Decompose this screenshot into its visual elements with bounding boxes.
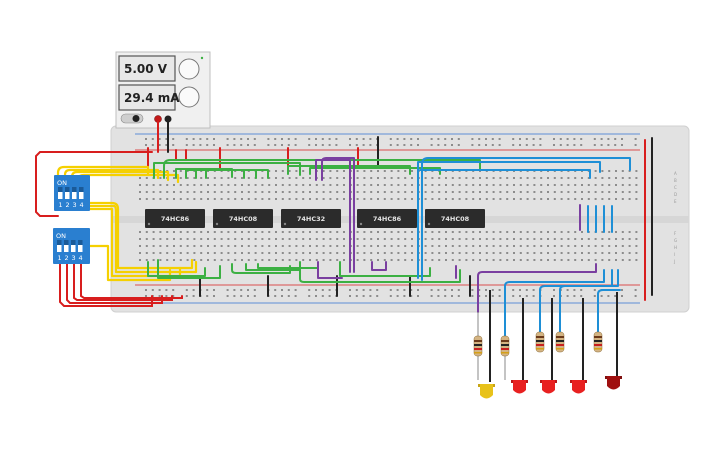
power-toggle-knob xyxy=(132,115,140,122)
current-display xyxy=(118,84,176,111)
row-labels-right: A B C D E F G H I J xyxy=(673,171,677,264)
status-indicator-icon xyxy=(200,56,204,60)
dip-switch-1-num-3: 3 xyxy=(73,201,77,209)
breadboard-holes xyxy=(139,138,638,297)
ic-chips: 74HC86 74HC08 74HC32 74HC86 74HC08 xyxy=(145,209,485,228)
current-readout: 29.4 mA xyxy=(124,91,180,105)
current-knob[interactable] xyxy=(178,86,200,108)
resistor-5[interactable] xyxy=(593,331,603,353)
led-branch-5 xyxy=(593,292,622,390)
row-label-j: J xyxy=(673,259,675,264)
resistor-1[interactable] xyxy=(473,335,483,357)
led-branch-1 xyxy=(473,290,495,399)
led-1[interactable] xyxy=(478,384,495,399)
ic-5-label: 74HC08 xyxy=(441,215,470,223)
dip-switch-2[interactable]: ON 1 2 3 4 xyxy=(53,228,90,264)
row-label-a: A xyxy=(674,171,677,176)
dip-switch-2-num-1: 1 xyxy=(58,254,62,262)
dip-switch-1-num-2: 2 xyxy=(66,201,70,209)
voltage-display xyxy=(118,55,176,82)
dip-switch-2-on-label: ON xyxy=(56,232,66,240)
dip-switch-2-num-3: 3 xyxy=(72,254,76,262)
dip-switch-2-num-2: 2 xyxy=(65,254,69,262)
dip-switch-1-num-4: 4 xyxy=(80,201,84,209)
row-label-c: C xyxy=(674,185,677,190)
resistor-2[interactable] xyxy=(500,335,510,357)
led-4[interactable] xyxy=(570,380,587,394)
ic-2-label: 74HC08 xyxy=(229,215,258,223)
ground-wires xyxy=(167,121,653,297)
row-label-d: D xyxy=(674,192,677,197)
dip-switch-1[interactable]: ON 1 2 3 4 xyxy=(54,175,90,211)
ic-2[interactable]: 74HC08 xyxy=(213,209,273,228)
led-branch-2 xyxy=(500,298,528,394)
led-2[interactable] xyxy=(511,380,528,394)
power-toggle[interactable] xyxy=(120,113,144,124)
row-label-g: G xyxy=(674,238,677,243)
dip-switch-1-num-1: 1 xyxy=(59,201,63,209)
voltage-readout: 5.00 V xyxy=(124,62,168,76)
led-branch-3 xyxy=(535,298,557,394)
row-label-e: E xyxy=(674,199,677,204)
resistor-3[interactable] xyxy=(535,331,545,353)
negative-terminal[interactable] xyxy=(164,115,172,123)
dip-switch-2-num-4: 4 xyxy=(79,254,83,262)
power-supply: 5.00 V 29.4 mA xyxy=(115,51,211,129)
ic-1[interactable]: 74HC86 xyxy=(145,209,205,228)
dip-switch-1-on-label: ON xyxy=(57,179,67,187)
ic-3[interactable]: 74HC32 xyxy=(281,209,341,228)
row-label-b: B xyxy=(674,178,677,183)
ic-4[interactable]: 74HC86 xyxy=(357,209,417,228)
outputs xyxy=(473,290,622,399)
row-label-i: I xyxy=(674,252,675,257)
ic-5[interactable]: 74HC08 xyxy=(425,209,485,228)
row-label-f: F xyxy=(674,231,677,236)
ic-4-label: 74HC86 xyxy=(373,215,402,223)
ic-1-label: 74HC86 xyxy=(161,215,190,223)
led-5[interactable] xyxy=(605,376,622,390)
led-3[interactable] xyxy=(540,380,557,394)
resistor-4[interactable] xyxy=(555,331,565,353)
power-wires xyxy=(35,121,646,307)
led-branch-4 xyxy=(555,298,587,394)
ic-3-label: 74HC32 xyxy=(297,215,325,223)
purple-wires xyxy=(315,157,597,313)
voltage-knob[interactable] xyxy=(178,58,200,80)
blue-wires xyxy=(417,157,631,337)
row-label-h: H xyxy=(674,245,677,250)
